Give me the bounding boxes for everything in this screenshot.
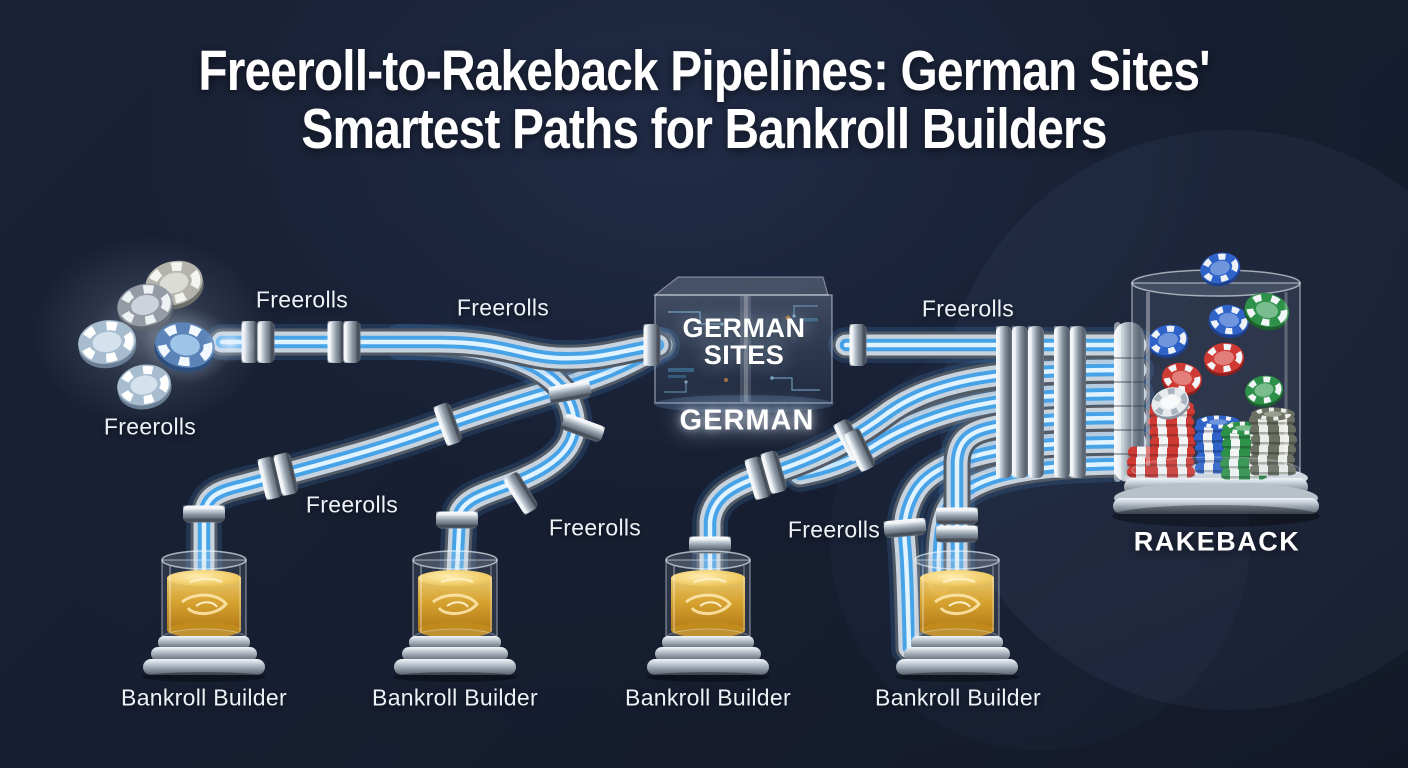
title-line-1: Freeroll-to-Rakeback Pipelines: German S… (198, 39, 1210, 103)
rakeback-collar (1114, 322, 1144, 482)
freerolls-label-1: Freerolls (255, 286, 349, 313)
freerolls-label-4: Freerolls (305, 491, 399, 518)
circuit-pattern (664, 296, 820, 402)
rakeback-label: RAKEBACK (1133, 526, 1301, 557)
freerolls-label-7: Freerolls (921, 295, 1015, 322)
german-sites-box-label: GERMAN SITES (683, 315, 806, 369)
german-sites-line-1: GERMAN (682, 313, 806, 343)
german-sites-line-2: SITES (703, 340, 785, 370)
freerolls-label-6: Freerolls (787, 516, 881, 543)
poker-chips-cluster (75, 254, 256, 413)
german-sites-box (653, 276, 834, 413)
pipe-chips-to-hub (222, 342, 658, 358)
rakeback-container (1112, 248, 1320, 527)
title-line-2: Smartest Paths for Bankroll Builders (301, 97, 1107, 161)
bankroll-builder-label-3: Bankroll Builder (625, 684, 791, 711)
freerolls-label-2: Freerolls (456, 294, 550, 321)
freerolls-label-5: Freerolls (548, 514, 642, 541)
bankroll-builder-label-1: Bankroll Builder (121, 684, 287, 711)
bankroll-builder-label-4: Bankroll Builder (875, 684, 1041, 711)
page-title: Freeroll-to-Rakeback Pipelines: German S… (113, 42, 1296, 158)
bankroll-builder-1 (140, 549, 268, 684)
bundle-coupling-columns (996, 326, 1086, 478)
bankroll-builder-2 (391, 549, 519, 684)
german-caption: GERMAN (679, 404, 815, 437)
freerolls-label-3: Freerolls (103, 413, 197, 440)
pipe-mouth-glow (204, 323, 256, 363)
pipe-couplings (183, 321, 1144, 554)
bankroll-builder-label-2: Bankroll Builder (372, 684, 538, 711)
bankroll-builder-3 (644, 549, 772, 684)
